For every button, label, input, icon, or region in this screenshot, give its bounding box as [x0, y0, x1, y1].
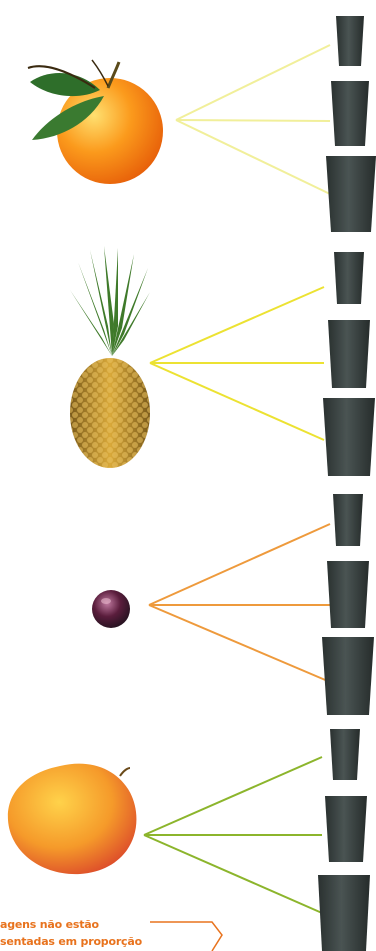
- acai-lines: [149, 524, 330, 682]
- connector-line: [144, 757, 322, 835]
- connector-line: [144, 835, 322, 913]
- connector-line: [176, 45, 330, 120]
- pineapple-group: [70, 246, 375, 476]
- medium-cup: [327, 561, 369, 628]
- medium-cup: [325, 796, 367, 862]
- note-line-1: agens não estão: [0, 918, 99, 931]
- medium-cup: [331, 81, 369, 146]
- connector-line: [176, 120, 330, 121]
- acai-group: [92, 494, 374, 715]
- small-cup: [333, 494, 363, 546]
- connector-line: [149, 605, 330, 682]
- large-cup: [323, 398, 375, 476]
- connector-line: [150, 363, 324, 440]
- small-cup: [330, 729, 360, 780]
- large-cup: [326, 156, 376, 232]
- large-cup: [318, 875, 370, 951]
- orange-group: [28, 16, 376, 232]
- note-line-2: sentadas em proporção: [0, 935, 142, 948]
- cup-group: [326, 16, 376, 232]
- pineapple-fruit: [70, 246, 150, 468]
- acai-fruit: [92, 590, 130, 628]
- connector-line: [176, 120, 330, 194]
- connector-line: [149, 524, 330, 605]
- connector-line: [150, 287, 324, 363]
- large-cup: [322, 637, 374, 715]
- small-cup: [334, 252, 364, 304]
- small-cup: [336, 16, 364, 66]
- cup-group: [318, 729, 370, 951]
- orange-lines: [176, 45, 330, 194]
- proportion-note: agens não estão sentadas em proporção: [0, 904, 220, 951]
- mango-lines: [144, 757, 322, 913]
- cup-group: [323, 252, 375, 476]
- mango-fruit: [8, 764, 137, 875]
- medium-cup: [328, 320, 370, 388]
- pineapple-lines: [150, 287, 324, 440]
- cup-group: [322, 494, 374, 715]
- orange-fruit: [28, 60, 163, 184]
